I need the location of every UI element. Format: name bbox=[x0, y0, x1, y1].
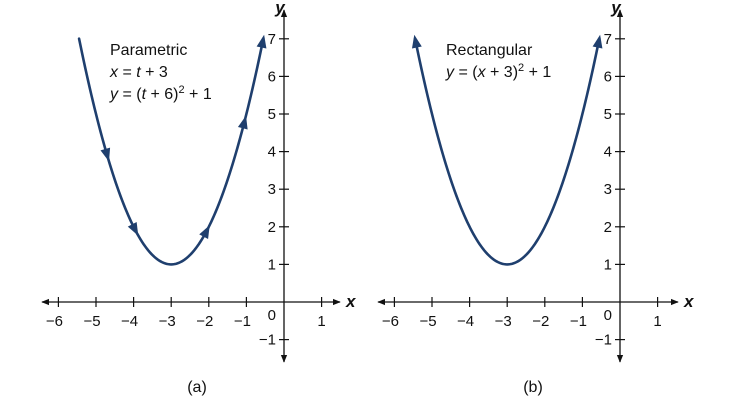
parabola-curve bbox=[413, 37, 601, 266]
y-tick-label: 5 bbox=[604, 106, 612, 123]
y-tick-label: 4 bbox=[268, 144, 276, 161]
y-tick-label: 6 bbox=[604, 68, 612, 85]
parabola-curve bbox=[77, 37, 265, 266]
x-tick-label: −2 bbox=[532, 313, 549, 330]
panel-caption: (b) bbox=[523, 379, 543, 396]
y-tick-label: 2 bbox=[268, 219, 276, 236]
y-tick-label: −1 bbox=[259, 332, 276, 349]
x-tick-label: −5 bbox=[419, 313, 436, 330]
y-tick-label: 3 bbox=[604, 181, 612, 198]
x-tick-label: 1 bbox=[317, 313, 325, 330]
y-axis-label: y bbox=[274, 0, 286, 17]
x-tick-label: −4 bbox=[457, 313, 474, 330]
direction-arrowhead bbox=[100, 147, 111, 162]
y-tick-label: 5 bbox=[268, 106, 276, 123]
y-axis-label: y bbox=[610, 0, 622, 17]
y-tick-label: 4 bbox=[604, 144, 612, 161]
origin-label: 0 bbox=[604, 307, 612, 324]
y-tick-label: −1 bbox=[595, 332, 612, 349]
direction-arrowhead bbox=[592, 34, 603, 49]
y-tick-label: 1 bbox=[604, 256, 612, 273]
origin-label: 0 bbox=[268, 307, 276, 324]
x-tick-label: −4 bbox=[121, 313, 138, 330]
x-tick-label: −2 bbox=[196, 313, 213, 330]
direction-arrowhead bbox=[411, 34, 422, 49]
y-tick-label: 7 bbox=[604, 31, 612, 48]
direction-arrowhead bbox=[199, 225, 210, 239]
direction-arrowhead bbox=[127, 221, 139, 236]
x-tick-label: −6 bbox=[46, 313, 63, 330]
y-tick-label: 3 bbox=[268, 181, 276, 198]
direction-arrowhead bbox=[256, 34, 267, 49]
x-axis-label: x bbox=[683, 292, 695, 311]
y-tick-label: 6 bbox=[268, 68, 276, 85]
x-tick-label: 1 bbox=[653, 313, 661, 330]
x-tick-label: −5 bbox=[83, 313, 100, 330]
x-tick-label: −6 bbox=[382, 313, 399, 330]
y-tick-label: 7 bbox=[268, 31, 276, 48]
panel-caption: (a) bbox=[187, 379, 207, 396]
y-tick-label: 2 bbox=[604, 219, 612, 236]
x-axis-label: x bbox=[345, 292, 357, 311]
x-tick-label: −1 bbox=[234, 313, 251, 330]
x-tick-label: −1 bbox=[570, 313, 587, 330]
y-tick-label: 1 bbox=[268, 256, 276, 273]
direction-arrowhead bbox=[237, 115, 248, 130]
x-tick-label: −3 bbox=[495, 313, 512, 330]
x-tick-label: −3 bbox=[159, 313, 176, 330]
